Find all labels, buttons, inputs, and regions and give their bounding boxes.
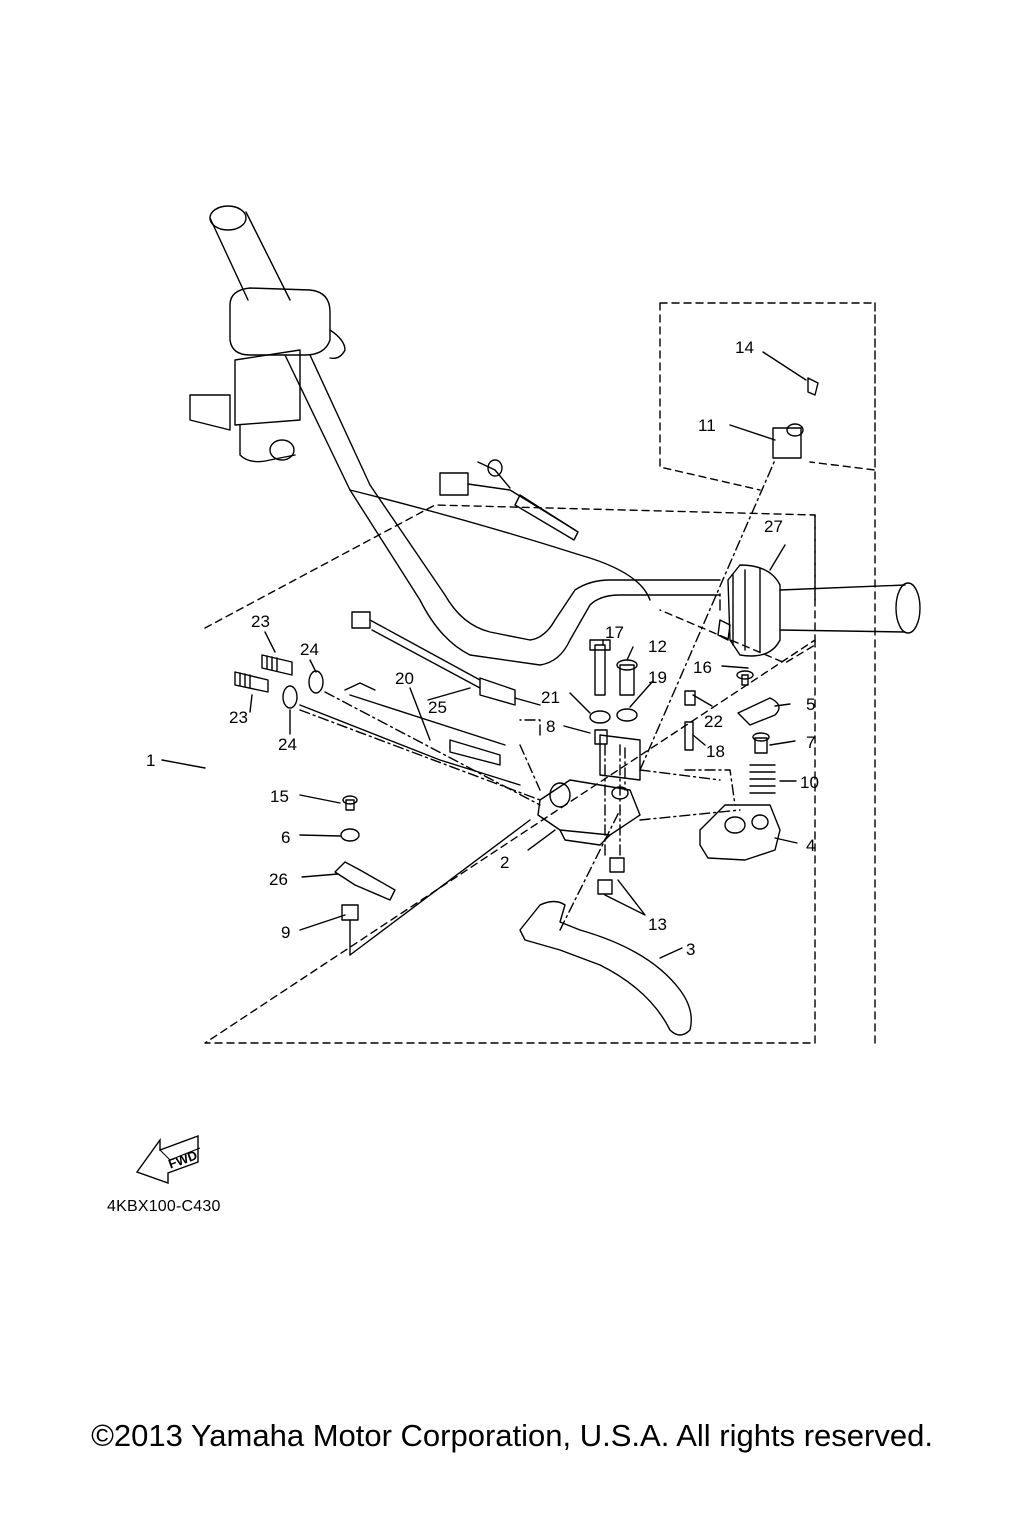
callout-1: 1 (146, 751, 155, 770)
plate-5 (737, 697, 780, 726)
callout-5: 5 (806, 695, 815, 714)
fwd-arrow-icon: FWD (135, 1134, 201, 1184)
callout-3: 3 (686, 940, 695, 959)
housing-4 (699, 804, 781, 861)
callout-4: 4 (806, 836, 815, 855)
callout-12: 12 (648, 637, 667, 656)
callout-17: 17 (605, 623, 624, 642)
callout-20: 20 (395, 669, 414, 688)
switch-harness (439, 459, 579, 541)
callout-2: 2 (500, 853, 509, 872)
callout-15: 15 (270, 787, 289, 806)
callout-6: 6 (281, 828, 290, 847)
callout-24a: 24 (300, 640, 319, 659)
callout-23a: 23 (251, 612, 270, 631)
callout-19: 19 (648, 668, 667, 687)
assembly-box-lever (204, 504, 816, 1044)
assembly-box-switch (659, 302, 876, 1044)
callout-21: 21 (541, 688, 560, 707)
callout-18: 18 (706, 742, 725, 761)
lever-3 (519, 900, 692, 1036)
callout-11: 11 (698, 416, 716, 435)
handlebar (189, 205, 721, 666)
callout-24b: 24 (278, 735, 297, 754)
callout-7: 7 (806, 733, 815, 752)
small-parts (334, 377, 819, 921)
nuts-24 (282, 670, 324, 709)
callout-27: 27 (764, 517, 783, 536)
callout-25: 25 (428, 698, 447, 717)
callout-16: 16 (693, 658, 712, 677)
drawing-code: 4KBX100-C430 (107, 1198, 221, 1215)
leader-lines (161, 351, 807, 959)
callout-14: 14 (735, 338, 754, 357)
callout-26: 26 (269, 870, 288, 889)
callout-13: 13 (648, 915, 667, 934)
callout-labels: 1 2 3 4 5 6 7 8 9 10 11 12 13 14 15 16 1… (146, 338, 819, 959)
callout-10: 10 (800, 773, 819, 792)
copyright-notice: ©2013 Yamaha Motor Corporation, U.S.A. A… (91, 1418, 933, 1453)
callout-22: 22 (704, 712, 723, 731)
adjusters-23 (234, 654, 293, 693)
callout-23b: 23 (229, 708, 248, 727)
callout-9: 9 (281, 923, 290, 942)
cables (299, 611, 541, 786)
callout-8: 8 (546, 717, 555, 736)
switch-assembly-27 (717, 564, 921, 657)
